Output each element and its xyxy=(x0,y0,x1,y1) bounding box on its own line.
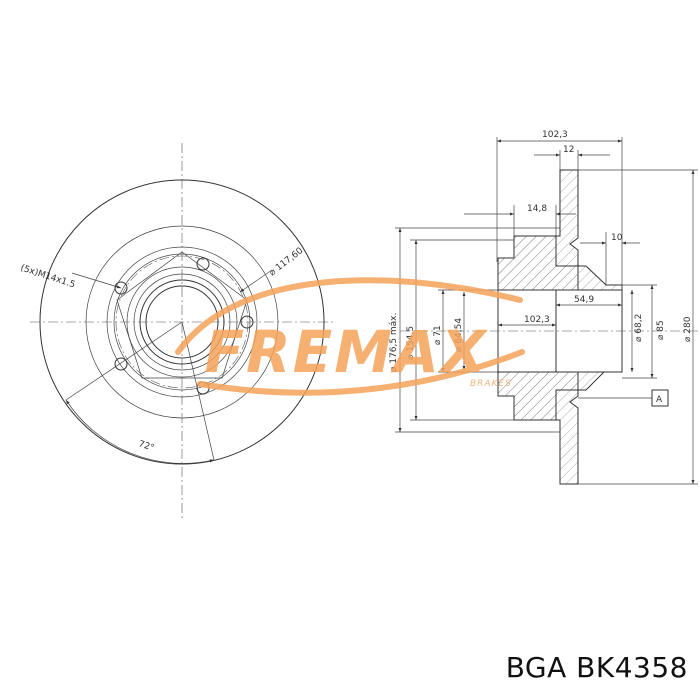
dim-d68: ⌀ 68,2 xyxy=(634,314,644,342)
dim-overall-width: 102,3 xyxy=(542,130,568,140)
angle-leg xyxy=(181,321,215,461)
dim-d85: ⌀ 85 xyxy=(656,320,666,340)
watermark-swoosh xyxy=(175,277,523,355)
bolt-hole xyxy=(114,281,128,295)
caption-part-number: BK4358 xyxy=(576,651,688,684)
dim-d154: ⌀ 154,5 xyxy=(406,326,416,360)
side-view: 102,3 12 14,8 10 54,9 102,3 ⌀ 176,5 máx.… xyxy=(389,130,700,485)
pcd-leader xyxy=(239,269,273,293)
brand-watermark: FREMAX BRAKES xyxy=(175,277,525,396)
dim-d64: ⌀ 64,54 xyxy=(454,318,464,352)
datum-box xyxy=(651,389,669,407)
caption-brand: BGA xyxy=(505,651,567,684)
angle-label: 72° xyxy=(137,439,155,453)
dim-bore-depth: 54,9 xyxy=(574,295,594,305)
bolt-spec-label: (5x)M14x1.5 xyxy=(19,263,76,290)
dim-d176: ⌀ 176,5 máx. xyxy=(389,313,399,372)
watermark-sub: BRAKES xyxy=(470,379,512,389)
dim-inner-width: 102,3 xyxy=(524,315,550,325)
watermark-logo: FREMAX xyxy=(204,318,489,386)
dim-spigot-depth: 10 xyxy=(611,233,623,243)
dim-disc-thickness: 12 xyxy=(563,145,574,155)
part-caption: BGA BK4358 xyxy=(506,651,688,684)
bolt-leader xyxy=(71,272,122,289)
bolt-hole xyxy=(114,357,128,371)
bolt-hole xyxy=(196,257,210,271)
dim-d280: ⌀ 280 xyxy=(683,316,693,342)
pcd-label: ⌀ 117,60 xyxy=(268,246,306,279)
watermark-swoosh xyxy=(197,349,525,396)
datum-label: A xyxy=(656,395,663,405)
dim-hub-flange: 14,8 xyxy=(527,204,547,214)
angle-leg xyxy=(65,321,183,401)
angle-arc xyxy=(65,399,215,464)
dim-d71: ⌀ 71 xyxy=(433,325,443,345)
